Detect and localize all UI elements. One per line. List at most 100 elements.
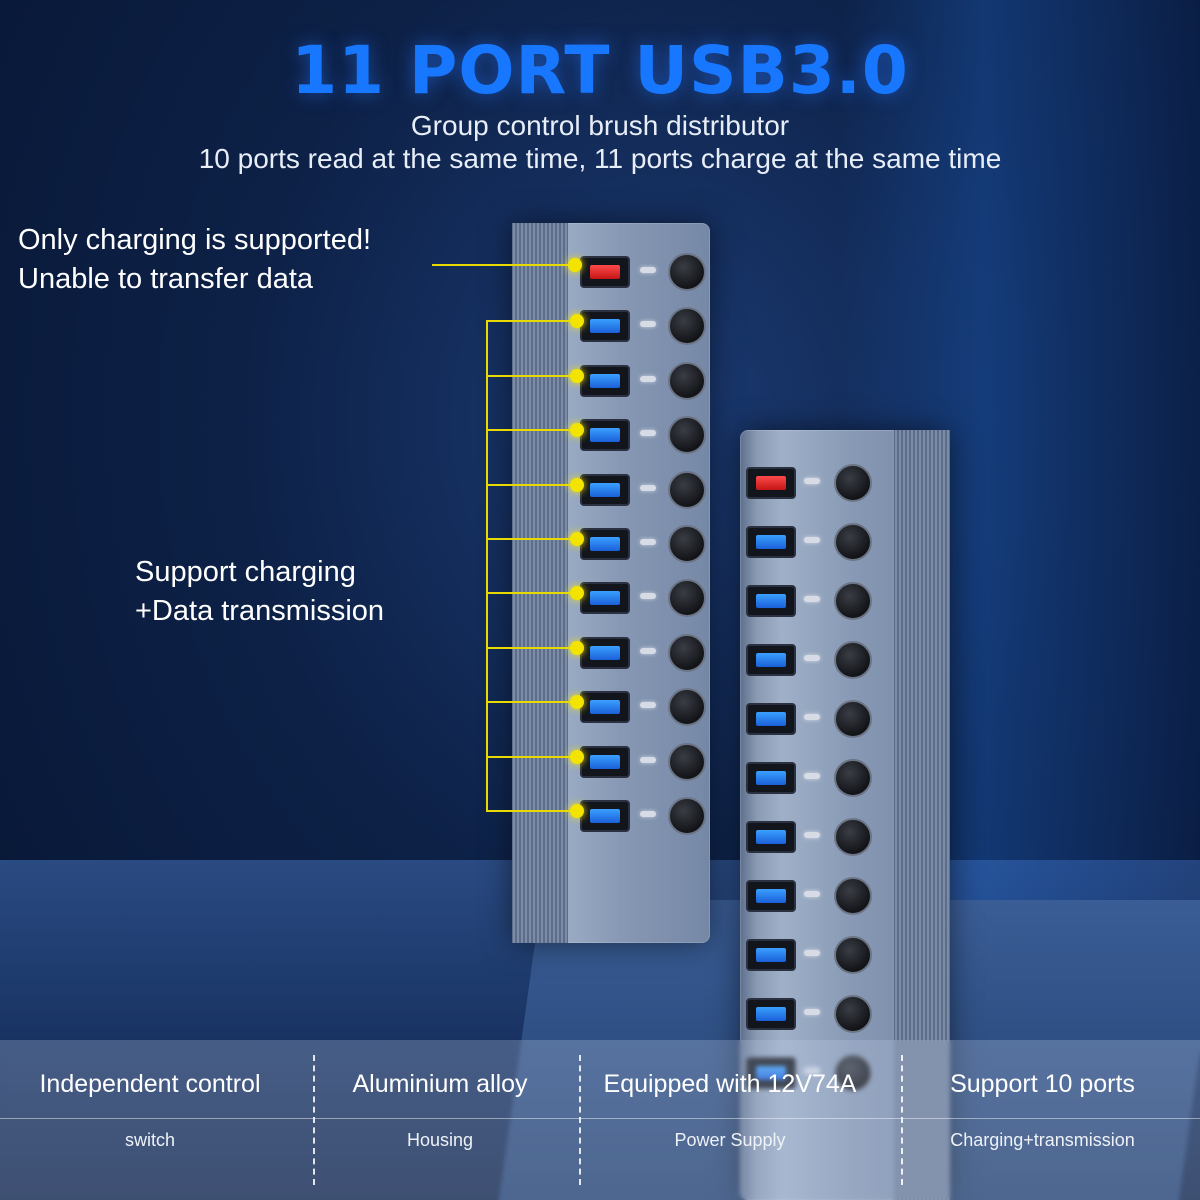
callout-dot bbox=[570, 478, 584, 492]
port-connector bbox=[756, 535, 786, 549]
feature-title: Aluminium alloy bbox=[352, 1070, 528, 1098]
callout-connector-line bbox=[486, 810, 570, 812]
feature-divider bbox=[901, 1055, 903, 1185]
port-connector bbox=[590, 265, 620, 279]
subtitle-line-2: 10 ports read at the same time, 11 ports… bbox=[198, 143, 1002, 174]
power-switch-button bbox=[834, 523, 872, 561]
usb-data-port bbox=[580, 473, 630, 506]
status-led bbox=[640, 321, 656, 328]
charging-only-line-1: Only charging is supported! bbox=[18, 224, 372, 256]
status-led bbox=[640, 430, 656, 437]
callout-dot bbox=[570, 641, 584, 655]
callout-dot bbox=[570, 695, 584, 709]
port-connector bbox=[590, 645, 620, 660]
feature-aluminium-alloy: Aluminium alloy Housing bbox=[300, 1040, 580, 1200]
status-led bbox=[804, 478, 820, 484]
status-led bbox=[804, 832, 820, 838]
callout-dot bbox=[570, 314, 584, 328]
status-led bbox=[640, 811, 656, 817]
usb-data-port bbox=[746, 939, 796, 971]
port-connector bbox=[756, 771, 786, 785]
callout-connector-line bbox=[486, 429, 570, 431]
power-switch-button bbox=[668, 633, 706, 672]
callout-dot bbox=[570, 423, 584, 437]
feature-title: Support 10 ports bbox=[950, 1070, 1135, 1098]
usb-data-port bbox=[580, 800, 630, 832]
power-switch-button bbox=[668, 688, 706, 727]
usb-data-port bbox=[580, 310, 630, 343]
port-connector bbox=[590, 754, 620, 769]
usb-charge-port bbox=[580, 256, 630, 288]
feature-power-supply: Equipped with 12V74A Power Supply bbox=[580, 1040, 880, 1200]
port-connector bbox=[590, 373, 620, 388]
subtitle-line-1: Group control brush distributor bbox=[410, 110, 790, 141]
feature-support-ports: Support 10 ports Charging+transmission bbox=[885, 1040, 1200, 1200]
power-switch-button bbox=[834, 936, 872, 974]
headline-title: 11 PORT USB3.0 bbox=[291, 32, 909, 109]
usb-hub-back bbox=[512, 223, 710, 943]
port-connector bbox=[590, 809, 620, 823]
feature-title: Independent control bbox=[39, 1070, 261, 1098]
callout-dot bbox=[570, 369, 584, 383]
callout-connector-line bbox=[432, 264, 568, 266]
callout-connector-line bbox=[486, 320, 570, 322]
heatsink-fins bbox=[512, 223, 568, 943]
port-connector bbox=[590, 537, 620, 551]
feature-subtitle: switch bbox=[124, 1130, 175, 1150]
status-led bbox=[804, 655, 820, 661]
usb-data-port bbox=[580, 745, 630, 778]
port-connector bbox=[756, 889, 786, 903]
status-led bbox=[804, 950, 820, 956]
status-led bbox=[804, 596, 820, 602]
status-led bbox=[640, 593, 656, 600]
power-switch-button bbox=[834, 995, 872, 1033]
feature-divider bbox=[313, 1055, 315, 1185]
port-connector bbox=[756, 594, 786, 608]
charge-data-label: Support charging +Data transmission bbox=[135, 553, 384, 631]
port-connector bbox=[756, 948, 786, 962]
power-switch-button bbox=[668, 525, 706, 563]
feature-bar: Independent control switch Aluminium all… bbox=[0, 1040, 1200, 1200]
power-switch-button bbox=[668, 416, 706, 455]
status-led bbox=[804, 1009, 820, 1015]
usb-data-port bbox=[580, 582, 630, 615]
usb-data-port bbox=[746, 703, 796, 735]
status-led bbox=[640, 484, 656, 491]
power-switch-button bbox=[834, 700, 872, 738]
port-connector bbox=[756, 830, 786, 844]
port-connector bbox=[590, 428, 620, 443]
callout-connector-line bbox=[486, 375, 570, 377]
power-switch-button bbox=[668, 470, 706, 509]
callout-dot bbox=[570, 532, 584, 546]
usb-data-port bbox=[746, 998, 796, 1030]
callout-connector-line bbox=[486, 484, 570, 486]
charging-only-label: Only charging is supported! Unable to tr… bbox=[18, 221, 371, 299]
port-connector bbox=[756, 653, 786, 667]
charge-data-line-2: +Data transmission bbox=[135, 595, 385, 627]
feature-subtitle: Housing bbox=[406, 1130, 474, 1150]
usb-data-port bbox=[580, 419, 630, 452]
callout-dot bbox=[568, 258, 582, 272]
callout-connector-line bbox=[486, 592, 570, 594]
usb-data-port bbox=[580, 636, 630, 669]
status-led bbox=[804, 714, 820, 720]
usb-data-port bbox=[746, 644, 796, 676]
power-switch-button bbox=[668, 361, 706, 400]
power-switch-button bbox=[668, 742, 706, 781]
feature-bar-divider bbox=[0, 1118, 1200, 1119]
status-led bbox=[804, 891, 820, 897]
usb-data-port bbox=[580, 691, 630, 724]
power-switch-button bbox=[668, 797, 706, 835]
usb-data-port bbox=[746, 880, 796, 912]
port-connector bbox=[590, 700, 620, 715]
feature-divider bbox=[579, 1055, 581, 1185]
callout-connector-line bbox=[486, 701, 570, 703]
charge-data-line-1: Support charging bbox=[135, 556, 356, 588]
usb-data-port bbox=[580, 364, 630, 397]
usb-data-port bbox=[580, 528, 630, 560]
callout-dot bbox=[570, 750, 584, 764]
feature-title: Equipped with 12V74A bbox=[603, 1070, 857, 1098]
callout-dot bbox=[570, 586, 584, 600]
status-led bbox=[640, 756, 656, 763]
feature-subtitle: Charging+transmission bbox=[950, 1130, 1135, 1150]
